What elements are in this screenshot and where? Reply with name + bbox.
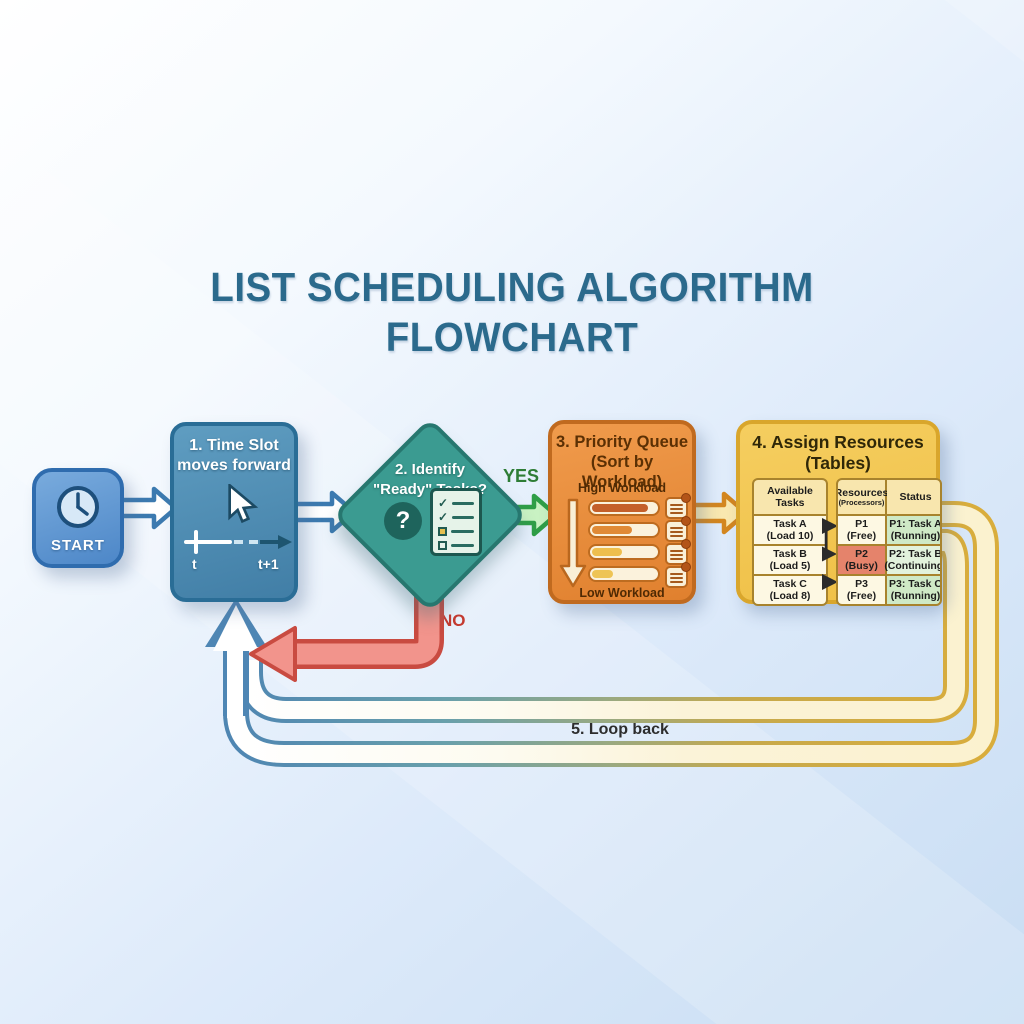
p1-name: P1 — [855, 517, 868, 530]
task-icon — [665, 562, 691, 588]
status-p3-cell: P3: Task C (Running) — [887, 576, 942, 604]
queue-bar — [588, 566, 660, 582]
p1-status-state: (Running) — [890, 530, 941, 542]
low-workload-label: Low Workload — [579, 586, 665, 600]
cursor-icon — [228, 484, 259, 524]
page-title: LIST SCHEDULING ALGORITHM FLOWCHART — [31, 262, 994, 362]
task-b-name: Task B — [773, 547, 807, 560]
available-tasks-table: Available Tasks Task A (Load 10) Task B … — [752, 478, 828, 606]
loop-back-arrow-icon — [205, 598, 267, 718]
question-mark-icon: ? — [384, 502, 422, 540]
queue-bar — [588, 544, 660, 560]
status-p2-cell: P2: Task B (Continuing) — [884, 546, 942, 574]
clock-icon — [57, 485, 99, 528]
resources-header-cell: Resources (Processors) — [836, 480, 889, 514]
p2-name: P2 — [855, 547, 868, 560]
assignment-arrows-icon — [822, 517, 838, 591]
task-row-c: Task C (Load 8) — [754, 576, 826, 604]
sort-down-arrow-icon — [559, 498, 587, 588]
step3-subtitle: (Sort by Workload) — [581, 452, 663, 491]
task-a-load: (Load 10) — [766, 530, 814, 542]
task-c-load: (Load 8) — [769, 590, 811, 602]
start-node: START — [32, 468, 124, 568]
timeline-t-label: t — [192, 556, 197, 572]
task-icon — [665, 539, 691, 565]
p1-state: (Free) — [846, 530, 877, 542]
start-label: START — [51, 536, 105, 554]
yes-label: YES — [503, 466, 540, 486]
proc-p1-cell: P1 (Free) — [838, 516, 885, 544]
step1-title: 1. Time Slot moves forward — [177, 437, 291, 474]
resources-header-sub: (Processors) — [838, 497, 885, 507]
p3-state: (Free) — [846, 590, 877, 602]
no-label: NO — [440, 611, 466, 630]
queue-bar — [588, 500, 660, 516]
resources-header-text: Resources — [836, 486, 889, 499]
loop-back-label: 5. Loop back — [571, 721, 669, 738]
proc-p2-cell: P2 (Busy) — [838, 546, 885, 574]
task-row-b: Task B (Load 5) — [754, 546, 826, 574]
task-a-name: Task A — [773, 517, 807, 530]
arrow-start-to-step1-icon — [113, 486, 179, 530]
queue-bar — [588, 522, 660, 538]
p3-status-state: (Running) — [890, 590, 941, 602]
step4-title: 4. Assign Resources — [752, 432, 924, 452]
loop-back-pipe-inner — [237, 529, 969, 723]
title-line1: LIST SCHEDULING ALGORITHM — [210, 264, 814, 310]
step2-content: 2. Identify "Ready" Tasks? ? ✓ ✓ — [342, 452, 518, 582]
p3-status: P3: Task C — [889, 577, 942, 590]
p3-name: P3 — [855, 577, 868, 590]
checklist-icon: ✓ ✓ — [430, 488, 482, 556]
step4-subtitle: (Tables) — [805, 453, 871, 473]
timeline-icon — [184, 530, 292, 554]
tasks-header-cell: Available Tasks — [754, 480, 826, 514]
high-workload-label: High Workload — [578, 481, 666, 495]
p1-status: P1: Task A — [889, 517, 942, 530]
step3-node: 3. Priority Queue (Sort by Workload) Hig… — [548, 420, 696, 604]
step3-title: 3. Priority Queue — [555, 433, 689, 451]
step4-node: 4. Assign Resources (Tables) Available T… — [736, 420, 942, 606]
p2-status-state: (Continuing) — [884, 560, 942, 572]
status-header-cell: Status — [887, 480, 940, 514]
step2-title-line1: 2. Identify — [394, 461, 465, 478]
proc-p3-cell: P3 (Free) — [838, 576, 885, 604]
task-c-name: Task C — [773, 577, 807, 590]
task-icon — [665, 493, 691, 519]
p2-status: P2: Task B — [889, 547, 942, 560]
loop-back-pipe-outer — [223, 501, 999, 767]
task-b-load: (Load 5) — [769, 560, 811, 572]
timeline-t1-label: t+1 — [258, 556, 279, 572]
step1-node: 1. Time Slot moves forward t t+1 — [170, 422, 298, 602]
resources-status-table: Resources (Processors) Status P1 (Free) … — [836, 478, 942, 606]
title-line2: FLOWCHART — [385, 314, 639, 361]
question-mark-glyph: ? — [395, 507, 411, 534]
p2-state: (Busy) — [845, 560, 878, 572]
status-p1-cell: P1: Task A (Running) — [887, 516, 942, 544]
no-path-arrow-icon — [249, 578, 444, 682]
task-row-a: Task A (Load 10) — [754, 516, 826, 544]
task-icon — [665, 516, 691, 542]
